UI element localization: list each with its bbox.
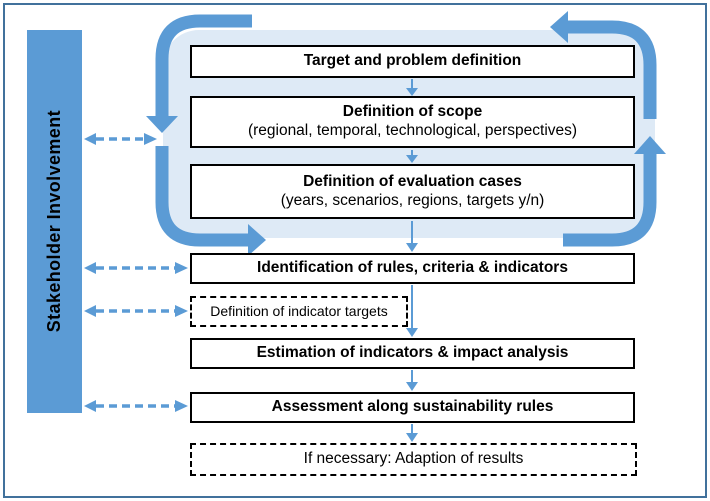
stakeholder-arrow-targets-left-head: [84, 305, 96, 317]
stakeholder-arrow-assessment-left-head: [84, 400, 96, 412]
stakeholder-arrow-scope-right-head: [144, 133, 157, 145]
box-target-problem-definition: Target and problem definition: [190, 45, 635, 78]
cycle-arrow-up-arrowhead: [634, 136, 666, 154]
box-definition-of-evaluation-cases-subtitle: (years, scenarios, regions, targets y/n): [280, 191, 545, 209]
flow-arrow-5-head: [406, 382, 418, 391]
stakeholder-arrow-targets-right-head: [175, 305, 188, 317]
stakeholder-involvement-bar: Stakeholder Involvement: [27, 30, 82, 413]
cycle-arrows: [146, 11, 666, 256]
box-adaption-of-results: If necessary: Adaption of results: [190, 443, 637, 476]
flow-arrow-6-head: [406, 433, 418, 442]
box-definition-of-indicator-targets-label: Definition of indicator targets: [210, 302, 388, 319]
cycle-arrow-left-arrowhead: [550, 11, 568, 43]
flow-arrow-3-head: [406, 243, 418, 252]
box-definition-of-scope-title: Definition of scope: [342, 103, 483, 121]
box-definition-of-evaluation-cases: Definition of evaluation cases (years, s…: [190, 164, 635, 219]
box-identification-of-rules: Identification of rules, criteria & indi…: [190, 253, 635, 284]
cycle-arrow-right-arrowhead: [248, 224, 266, 256]
box-definition-of-scope: Definition of scope (regional, temporal,…: [190, 96, 635, 148]
stakeholder-arrow-assessment-right-head: [175, 400, 188, 412]
flow-arrow-4-head: [406, 328, 418, 337]
flow-arrow-2-head: [406, 155, 418, 163]
box-assessment-sustainability-rules-label: Assessment along sustainability rules: [271, 398, 554, 416]
cycle-arrow-top-right: [567, 20, 657, 119]
stakeholder-arrow-identification-right-head: [175, 262, 188, 274]
box-estimation-of-indicators-label: Estimation of indicators & impact analys…: [256, 344, 569, 362]
box-target-problem-definition-title: Target and problem definition: [303, 52, 522, 70]
cycle-arrow-down-arrowhead: [146, 116, 178, 133]
cycle-arrow-bottom-right: [563, 153, 657, 247]
stakeholder-arrow-scope-left-head: [84, 133, 96, 145]
flow-arrows: [406, 79, 418, 442]
box-estimation-of-indicators: Estimation of indicators & impact analys…: [190, 338, 635, 369]
box-definition-of-indicator-targets: Definition of indicator targets: [190, 296, 408, 327]
flow-arrow-1-head: [406, 88, 418, 96]
stakeholder-arrows: [84, 133, 188, 412]
stakeholder-arrow-identification-left-head: [84, 262, 96, 274]
box-definition-of-scope-subtitle: (regional, temporal, technological, pers…: [247, 122, 578, 139]
box-definition-of-evaluation-cases-title: Definition of evaluation cases: [303, 172, 522, 190]
cycle-arrow-top-left: [155, 14, 252, 117]
box-adaption-of-results-label: If necessary: Adaption of results: [303, 450, 524, 468]
stakeholder-involvement-label: Stakeholder Involvement: [44, 110, 64, 333]
outer-frame: [3, 3, 707, 498]
cycle-arrow-bottom-left: [155, 146, 249, 247]
box-assessment-sustainability-rules: Assessment along sustainability rules: [190, 392, 635, 423]
box-identification-of-rules-label: Identification of rules, criteria & indi…: [257, 259, 568, 277]
